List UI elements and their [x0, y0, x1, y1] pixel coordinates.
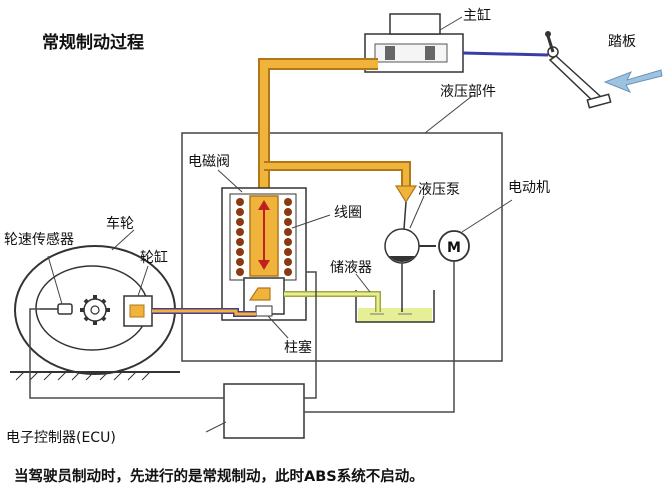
ecu-label: 电子控制器(ECU)	[6, 430, 116, 446]
motor-symbol: M	[447, 240, 461, 256]
main-brake-line	[258, 58, 378, 204]
solenoid-valve-leader	[217, 169, 243, 193]
reservoir-leader	[355, 273, 371, 293]
pump-return-line	[264, 161, 411, 188]
reservoir-label: 储液器	[330, 260, 372, 276]
wheel-speed-sensor-leader	[47, 255, 63, 305]
master-cylinder	[364, 13, 549, 73]
ecu-box	[223, 383, 305, 439]
wheel-leader	[111, 229, 135, 251]
pedal-force-arrow	[603, 69, 663, 93]
pedal-label: 踏板	[608, 34, 636, 50]
wheel-cylinder-leader	[137, 265, 149, 297]
ecu-leader	[205, 421, 227, 433]
hydraulic-unit-label: 液压部件	[440, 84, 496, 100]
plunger-leader	[267, 315, 289, 339]
control-wiring	[29, 261, 455, 413]
plunger-label: 柱塞	[284, 339, 312, 356]
motor-leader	[461, 199, 513, 233]
hydraulic-unit-leader	[424, 95, 473, 134]
coil-leader	[291, 214, 331, 229]
pump-leader	[409, 195, 425, 229]
wheel-speed-sensor-label: 轮速传感器	[4, 231, 74, 248]
pump-label: 液压泵	[418, 182, 460, 198]
solenoid-valve-label: 电磁阀	[188, 154, 230, 170]
diagram-title: 常规制动过程	[42, 32, 144, 53]
wheel-cylinder-label: 轮缸	[140, 249, 168, 266]
wheel-cylinder	[123, 295, 153, 327]
wheel-label: 车轮	[106, 215, 134, 232]
brake-pedal	[545, 31, 612, 109]
wheel-speed-sensor	[40, 303, 73, 315]
coil-label: 线圈	[334, 205, 362, 221]
solenoid-valve	[221, 187, 307, 321]
master-cylinder-label: 主缸	[463, 7, 491, 24]
motor: M	[419, 230, 470, 262]
motor-label: 电动机	[508, 180, 550, 196]
master-cylinder-leader	[439, 16, 463, 31]
hydraulic-unit-box	[181, 132, 503, 362]
gear-icon	[80, 295, 110, 325]
hydraulic-pump	[384, 201, 420, 264]
diagram-caption: 当驾驶员制动时，先进行的是常规制动，此时ABS系统不启动。	[14, 467, 424, 485]
